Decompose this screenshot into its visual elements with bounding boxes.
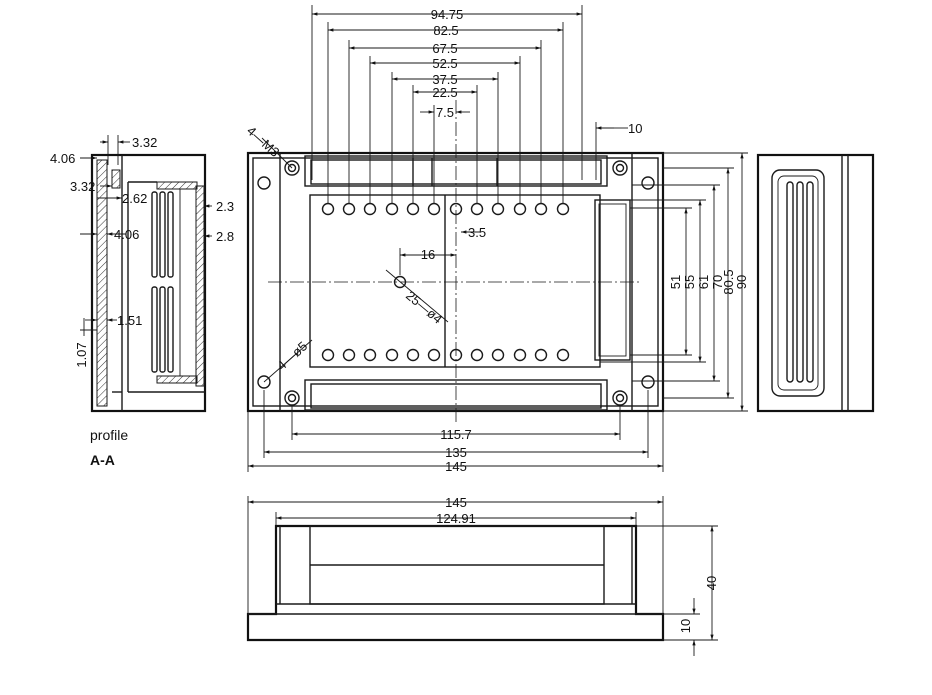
enclosure-outline bbox=[246, 151, 665, 413]
dim-7-5: 7.5 bbox=[436, 105, 454, 120]
top-view: 94.75 82.5 67.5 52.5 37.5 22.5 7.5 10 3.… bbox=[244, 5, 749, 474]
dim-115-7: 115.7 bbox=[440, 427, 472, 442]
dim-90: 90 bbox=[734, 275, 749, 289]
dim-4-m3: 4—M3 bbox=[244, 123, 282, 160]
dim-145-front: 145 bbox=[445, 495, 467, 510]
dim-70: 70 bbox=[710, 275, 725, 289]
mount-hole-br bbox=[641, 375, 655, 389]
dim-10-top: 10 bbox=[628, 121, 642, 136]
dim-40: 40 bbox=[704, 576, 719, 590]
center-hole bbox=[393, 275, 407, 289]
section-view: 3.32 4.06 3.32 2.62 4.06 2.3 2.8 1.51 1.… bbox=[50, 135, 234, 468]
mount-hole-tl bbox=[257, 176, 271, 190]
dim-80-5: 80.5 bbox=[721, 269, 736, 294]
front-view: 145 124.91 40 10 bbox=[246, 495, 719, 656]
dim-10-front: 10 bbox=[678, 619, 693, 633]
dim-37-5: 37.5 bbox=[432, 72, 457, 87]
dim-55: 55 bbox=[682, 275, 697, 289]
dim-25-phi4: 25—ø4 bbox=[403, 288, 445, 327]
dim-4-06-top: 4.06 bbox=[50, 151, 75, 166]
dim-82-5: 82.5 bbox=[433, 23, 458, 38]
dim-61: 61 bbox=[696, 275, 711, 289]
terminal-holes-bottom bbox=[321, 348, 570, 362]
dim-4-06-mid: 4.06 bbox=[114, 227, 139, 242]
dim-16: 16 bbox=[421, 247, 435, 262]
m3-screw-br bbox=[612, 390, 628, 406]
mount-hole-tr bbox=[641, 176, 655, 190]
profile-label: profile bbox=[90, 427, 128, 443]
section-label: A-A bbox=[90, 452, 115, 468]
dim-3-32-top: 3.32 bbox=[132, 135, 157, 150]
dim-2-8: 2.8 bbox=[216, 229, 234, 244]
dim-145-bottom: 145 bbox=[445, 459, 467, 474]
dim-52-5: 52.5 bbox=[432, 56, 457, 71]
dim-67-5: 67.5 bbox=[432, 41, 457, 56]
dim-3-32-mid: 3.32 bbox=[70, 179, 95, 194]
dim-135: 135 bbox=[445, 445, 467, 460]
terminal-holes-top bbox=[321, 202, 570, 216]
right-side-view bbox=[756, 153, 875, 413]
dim-1-07: 1.07 bbox=[74, 342, 89, 367]
dim-124-91: 124.91 bbox=[436, 511, 476, 526]
dim-51: 51 bbox=[668, 275, 683, 289]
m3-screw-tr bbox=[612, 160, 628, 176]
mount-hole-bl bbox=[257, 375, 271, 389]
dim-1-51: 1.51 bbox=[117, 313, 142, 328]
m3-screw-bl bbox=[284, 390, 300, 406]
dim-22-5: 22.5 bbox=[432, 85, 457, 100]
dim-2-3: 2.3 bbox=[216, 199, 234, 214]
m3-screw-tl bbox=[284, 160, 300, 176]
dim-3-5: 3.5 bbox=[468, 225, 486, 240]
dim-2-62: 2.62 bbox=[122, 191, 147, 206]
pcb-area bbox=[309, 194, 601, 368]
dim-94-75: 94.75 bbox=[431, 7, 464, 22]
